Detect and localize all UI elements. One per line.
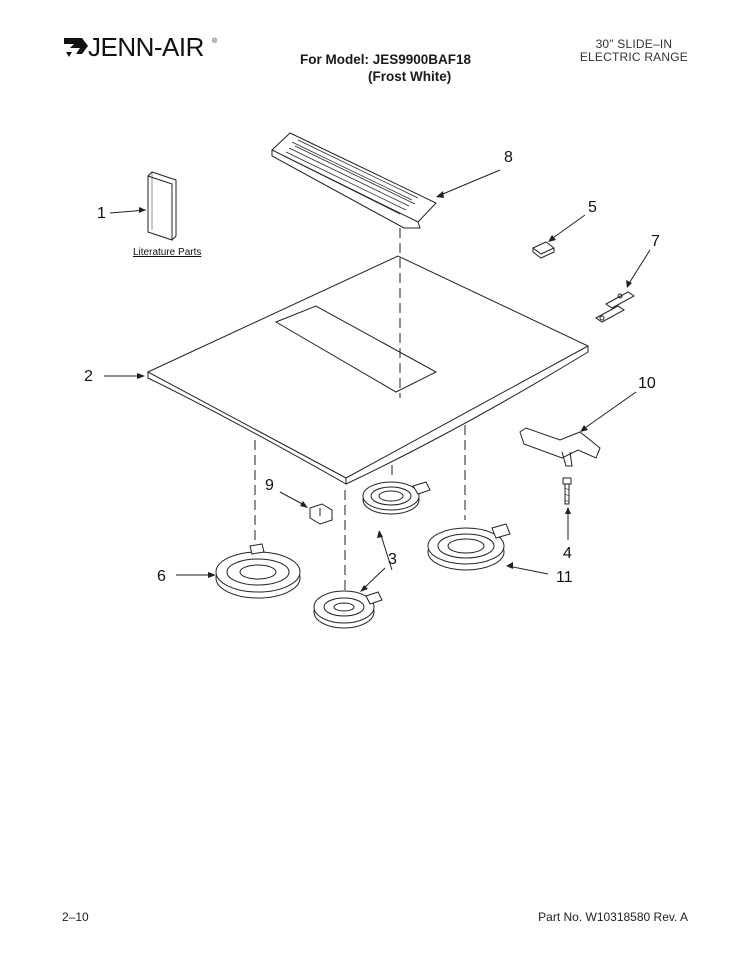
callout-1: 1 bbox=[97, 205, 106, 222]
product-line-1: 30" SLIDE–IN bbox=[595, 37, 673, 51]
literature-parts-label: Literature Parts bbox=[133, 247, 201, 258]
small-clip-part bbox=[532, 241, 555, 259]
burner-element-large-left bbox=[215, 543, 301, 599]
jenn-air-logo-icon bbox=[64, 38, 88, 57]
model-number: For Model: JES9900BAF18 bbox=[300, 52, 472, 67]
product-description: 30" SLIDE–IN ELECTRIC RANGE bbox=[580, 38, 688, 64]
callout-3: 3 bbox=[388, 551, 397, 568]
callout-9: 9 bbox=[265, 477, 274, 494]
page-number: 2–10 bbox=[62, 910, 89, 924]
model-color: (Frost White) bbox=[368, 69, 452, 84]
leader-lines bbox=[104, 169, 651, 591]
screw-part bbox=[562, 477, 572, 505]
callout-4: 4 bbox=[563, 545, 572, 562]
callout-6: 6 bbox=[157, 568, 166, 585]
part-number: Part No. W10318580 Rev. A bbox=[538, 910, 688, 924]
terminal-bracket bbox=[519, 427, 601, 467]
callout-2: 2 bbox=[84, 368, 93, 385]
callout-10: 10 bbox=[638, 375, 656, 392]
burner-element-small bbox=[362, 481, 431, 515]
callout-11: 11 bbox=[556, 569, 573, 586]
callout-8: 8 bbox=[504, 149, 513, 166]
product-line-2: ELECTRIC RANGE bbox=[579, 50, 688, 64]
clip-part bbox=[309, 503, 333, 525]
vent-grille bbox=[271, 132, 437, 229]
brand-name: JENN-AIR bbox=[88, 32, 204, 62]
cooktop-glass bbox=[146, 255, 590, 485]
callout-7: 7 bbox=[651, 233, 660, 250]
bracket-part bbox=[595, 291, 635, 323]
burner-element-large-right bbox=[427, 523, 511, 571]
brand-logo: JENN-AIR ® bbox=[62, 30, 242, 64]
burner-element-front bbox=[313, 590, 383, 629]
callout-5: 5 bbox=[588, 199, 597, 216]
literature-parts-booklet bbox=[147, 171, 177, 241]
registered-mark: ® bbox=[212, 38, 218, 45]
